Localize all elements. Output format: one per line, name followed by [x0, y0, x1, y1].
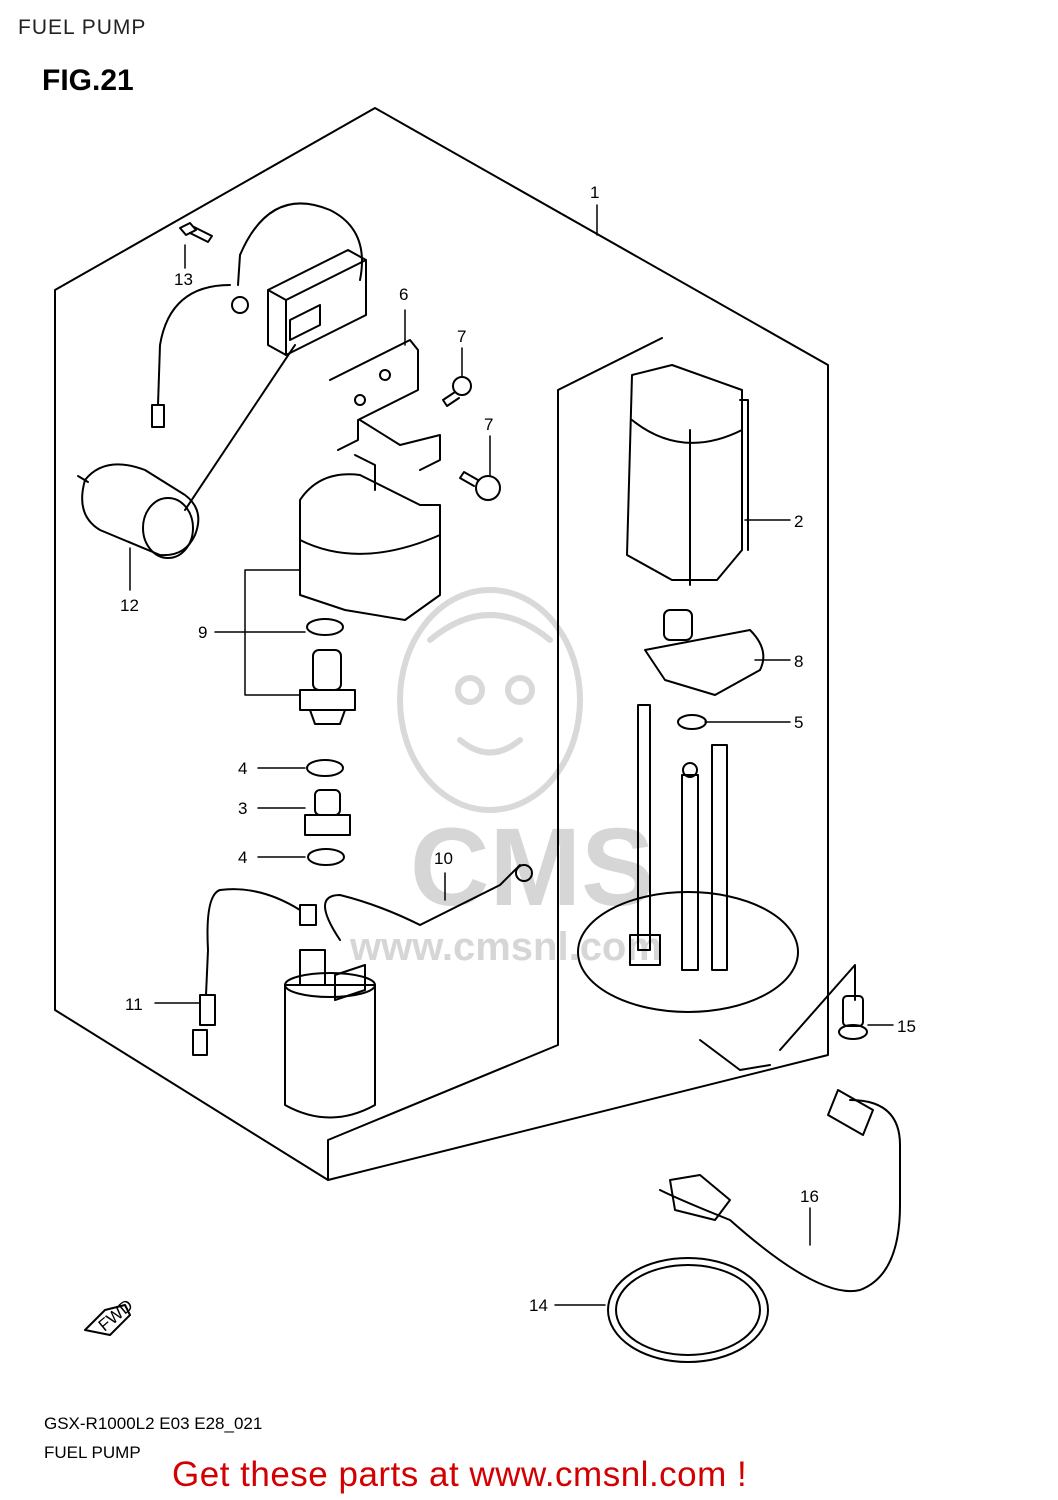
figure-title: FIG.21: [42, 64, 134, 97]
level-sender-6: [267, 249, 441, 471]
callout-13: 13: [174, 270, 193, 289]
flange-plate: [577, 704, 799, 1071]
o-ring-14: [607, 1257, 769, 1363]
callout-9: 9: [198, 623, 207, 642]
sender-wiring: [151, 202, 363, 428]
callout-4-lower: 4: [238, 848, 247, 867]
page-header: FUEL PUMP: [18, 16, 147, 39]
callout-16: 16: [800, 1187, 819, 1206]
pressure-regulator: [299, 649, 356, 725]
fwd-arrow: [84, 1304, 131, 1336]
diagram-code: GSX-R1000L2 E03 E28_021: [44, 1414, 263, 1433]
o-ring-9: [306, 618, 344, 636]
assembly-outline: [54, 107, 829, 1181]
float-arm: [184, 344, 296, 511]
screw-7-lower: [459, 471, 501, 501]
callout-4-upper: 4: [238, 759, 247, 778]
watermark-url: www.cmsnl.com: [349, 925, 662, 969]
inner-partition: [327, 337, 663, 1181]
callout-6: 6: [399, 285, 408, 304]
bolt-15: [838, 995, 868, 1040]
callout-14: 14: [529, 1296, 548, 1315]
o-ring-14-inner: [615, 1264, 761, 1356]
callout-7-upper: 7: [457, 327, 466, 346]
o-ring-5: [677, 714, 707, 730]
lead-wire-10: [324, 864, 533, 941]
watermark-logo: [397, 587, 583, 813]
joint-3: [304, 789, 351, 836]
wire-harness-11: [192, 888, 317, 1056]
callout-3: 3: [238, 799, 247, 818]
callout-12: 12: [120, 596, 139, 615]
bracket-line-15: [779, 964, 856, 1051]
o-ring-4-lower: [307, 848, 345, 866]
fuel-hose-16: [659, 1089, 901, 1293]
fuel-filter-8: [644, 609, 765, 696]
callout-8: 8: [794, 652, 803, 671]
callout-7-lower: 7: [484, 415, 493, 434]
callout-5: 5: [794, 713, 803, 732]
screw-7-upper: [442, 376, 472, 407]
callout-15: 15: [897, 1017, 916, 1036]
bolt-13: [179, 222, 213, 243]
promo-link[interactable]: Get these parts at www.cmsnl.com !: [172, 1455, 748, 1494]
callout-11: 11: [125, 995, 143, 1014]
float-12: [77, 463, 200, 559]
footer-caption: FUEL PUMP: [44, 1443, 141, 1462]
fuel-pump: [284, 949, 376, 1119]
callout-1: 1: [590, 183, 599, 202]
regulator-cover-9: [299, 454, 441, 621]
pump-case-2: [626, 364, 749, 586]
callout-labels: 1 2 3 4 4 5 6 7 7 8 9 10 11 12 13 14 15 …: [95, 183, 916, 1335]
callout-10: 10: [434, 849, 453, 868]
callout-2: 2: [794, 512, 803, 531]
o-ring-4-upper: [306, 759, 344, 777]
leader-lines: [129, 204, 894, 1306]
